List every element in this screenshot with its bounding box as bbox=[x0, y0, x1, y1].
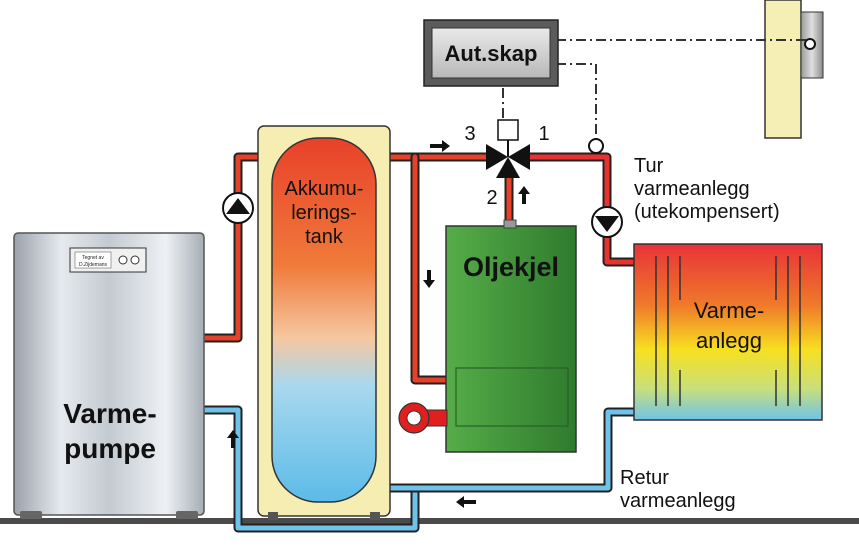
supply-label-line3: (utekompensert) bbox=[634, 201, 780, 223]
heating-system-label-line2: anlegg bbox=[696, 328, 762, 353]
return-label-line2: varmeanlegg bbox=[620, 490, 736, 512]
return-label-line1: Retur bbox=[620, 467, 669, 489]
oil-boiler: Oljekjel bbox=[445, 219, 577, 453]
valve-port-2: 2 bbox=[486, 187, 497, 209]
outdoor-wall bbox=[764, 0, 802, 139]
circulation-pump-icon bbox=[222, 192, 254, 224]
control-cabinet-label: Aut.skap bbox=[445, 41, 538, 66]
tank-label-line1: Akkumu- bbox=[285, 178, 364, 200]
arrow-up-icon bbox=[518, 186, 530, 204]
heating-system-label-line1: Varme- bbox=[694, 298, 765, 323]
arrow-left-icon bbox=[456, 496, 476, 508]
heating-pump-icon bbox=[591, 206, 623, 238]
accumulation-tank: Akkumu- lerings- tank bbox=[257, 125, 391, 520]
nameplate-line2: D.Zijdemans bbox=[79, 262, 108, 268]
supply-label-line2: varmeanlegg bbox=[634, 178, 750, 200]
arrow-down-icon bbox=[423, 270, 435, 288]
nameplate-knob-1 bbox=[118, 255, 128, 265]
supply-pipes bbox=[200, 152, 641, 385]
flow-arrows bbox=[227, 140, 530, 508]
supply-sensor-icon bbox=[588, 138, 604, 154]
control-wires bbox=[502, 39, 806, 142]
heating-system: Varme- anlegg bbox=[633, 243, 823, 421]
oil-boiler-label: Oljekjel bbox=[463, 252, 559, 282]
arrow-up-icon bbox=[227, 430, 239, 448]
outdoor-sensor-dot bbox=[804, 38, 816, 50]
mixing-valve-icon bbox=[486, 119, 530, 178]
nameplate-knob-2 bbox=[130, 255, 140, 265]
control-cabinet: Aut.skap bbox=[423, 19, 559, 87]
heat-pump-label-line1: Varme- bbox=[63, 398, 156, 429]
supply-label-line1: Tur bbox=[634, 155, 664, 177]
floor-line bbox=[0, 518, 859, 524]
arrow-right-icon bbox=[430, 140, 450, 152]
tank-label-line3: tank bbox=[305, 226, 344, 248]
heat-pump: Tegnet av D.Zijdemans Varme- pumpe bbox=[13, 232, 205, 519]
valve-port-3: 3 bbox=[464, 123, 475, 145]
valve-port-1: 1 bbox=[538, 123, 549, 145]
tank-label-line2: lerings- bbox=[291, 202, 357, 224]
heat-pump-label-line2: pumpe bbox=[64, 433, 156, 464]
return-pipes bbox=[200, 405, 641, 533]
oil-burner-icon bbox=[398, 402, 448, 434]
nameplate-line1: Tegnet av bbox=[82, 255, 104, 261]
